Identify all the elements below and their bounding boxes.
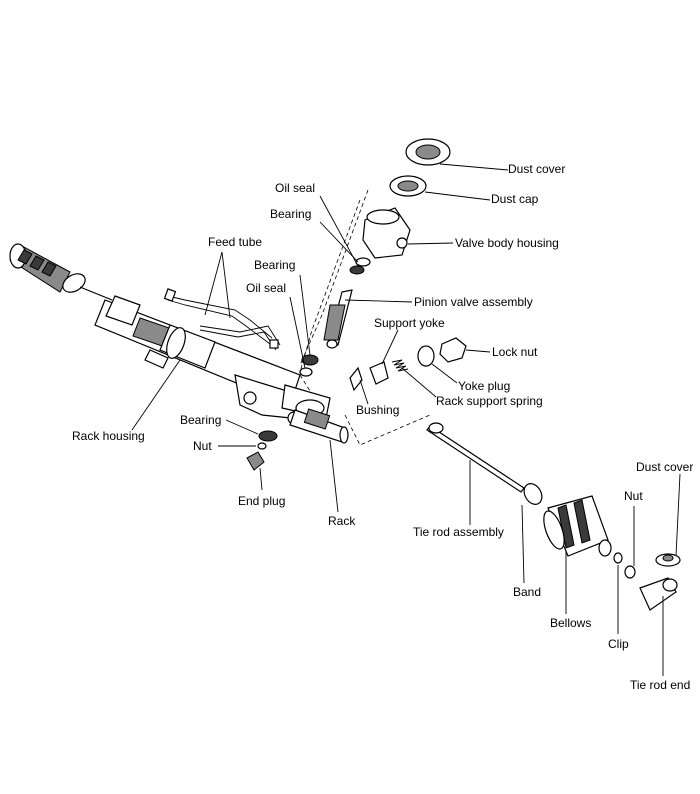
valve-body-housing-part [362,207,411,259]
label-bearing-upper: Bearing [270,207,311,221]
rack-part [289,408,349,444]
oil-seal-bearing-upper [349,257,371,275]
label-rack-support-spring: Rack support spring [436,394,543,408]
label-bushing: Bushing [356,403,399,417]
feed-tubes [163,288,281,351]
clip-part [613,552,623,564]
bushing-part [349,366,363,392]
label-bearing-lower: Bearing [180,413,221,427]
nut-right-part [624,565,636,579]
label-yoke-plug: Yoke plug [458,379,510,393]
label-dust-cover-top: Dust cover [508,162,565,176]
label-nut-right: Nut [624,489,643,503]
part-labels: Dust cover Dust cap Oil seal Bearing Val… [72,162,693,692]
label-band: Band [513,585,541,599]
label-bearing-mid: Bearing [254,258,295,272]
leader-lines [131,163,681,676]
rack-housing-part [94,295,331,425]
label-lock-nut: Lock nut [492,345,538,359]
label-feed-tube: Feed tube [208,235,262,249]
label-valve-body-housing: Valve body housing [455,236,559,250]
label-pinion-valve-assembly: Pinion valve assembly [414,295,533,309]
yoke-plug-part [417,345,435,367]
oil-seal-bearing-mid [299,354,319,377]
label-support-yoke: Support yoke [374,316,445,330]
lock-nut-part [439,337,467,363]
label-dust-cap: Dust cap [491,192,539,206]
tie-rod-assembly-part [426,422,525,493]
label-rack-housing: Rack housing [72,429,145,443]
right-bellows-part [543,495,612,557]
dust-cap-part [389,175,427,197]
assembly-guide-lines [299,189,431,446]
dust-cover-right-part [655,553,681,567]
tie-rod-end-part [639,577,678,611]
label-oil-seal-upper: Oil seal [275,181,315,195]
label-end-plug: End plug [238,494,285,508]
label-tie-rod-end: Tie rod end [630,678,690,692]
end-plug-part [246,451,265,471]
label-oil-seal-mid: Oil seal [246,281,286,295]
band-part [523,483,543,505]
label-dust-cover-right: Dust cover [636,460,693,474]
label-clip: Clip [608,637,629,651]
label-tie-rod-assembly: Tie rod assembly [413,525,504,539]
label-rack: Rack [328,514,356,528]
dust-cover-top-part [405,138,451,166]
bearing-lower-part [258,430,278,442]
label-nut-left: Nut [193,439,212,453]
support-yoke-part [369,361,389,385]
nut-left-part [257,442,267,450]
rack-support-spring-part [391,359,409,372]
pinion-valve-assembly-part [323,289,353,349]
left-bellows [9,243,113,301]
label-bellows: Bellows [550,616,591,630]
